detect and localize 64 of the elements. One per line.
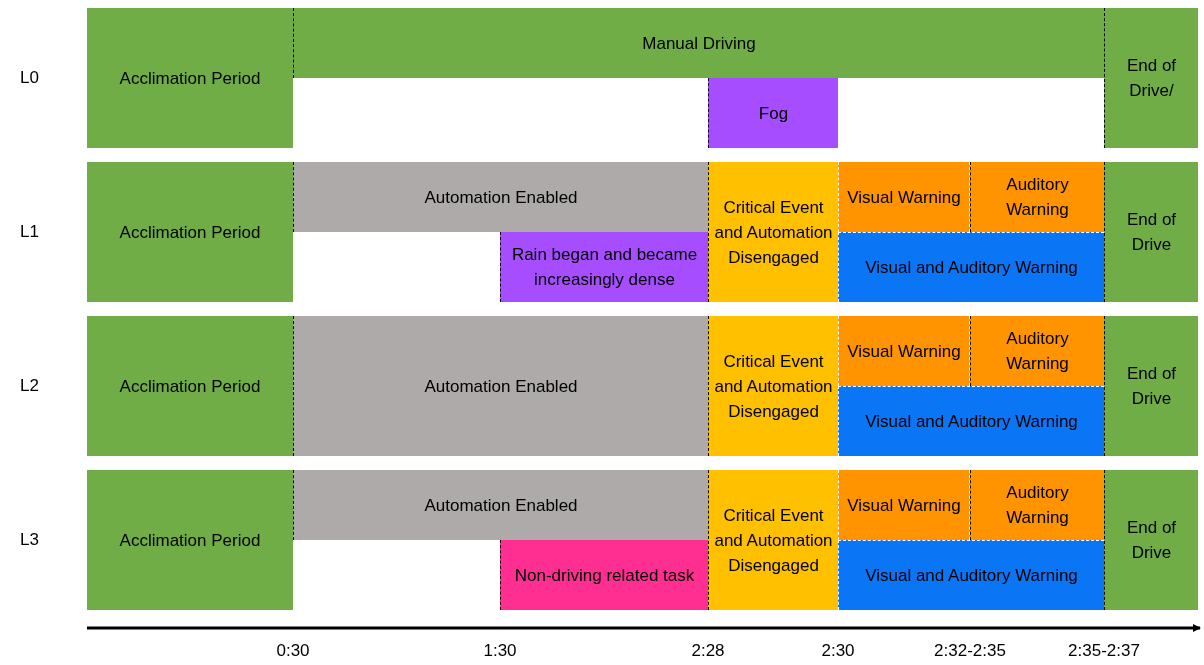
block-label: Acclimation Period <box>119 67 261 90</box>
block-label: End of Drive/ <box>1125 55 1178 102</box>
block-label: End of Drive <box>1125 517 1178 564</box>
phase-block <box>1104 162 1198 302</box>
condition-block <box>708 78 838 148</box>
level-label: L2 <box>20 375 39 397</box>
automation-block <box>293 470 708 540</box>
warning-block <box>970 470 1104 540</box>
block-label: End of Drive <box>1125 363 1178 410</box>
phase-block <box>1104 8 1198 148</box>
block-label: Acclimation Period <box>119 529 261 552</box>
condition-block <box>500 232 708 302</box>
block-label: Rain began and became increasingly dense <box>510 244 699 291</box>
block-label: Automation Enabled <box>424 375 578 398</box>
block-label: Visual and Auditory Warning <box>865 411 1078 433</box>
block-label: Visual Warning <box>847 186 961 209</box>
block-label: Fog <box>758 102 789 125</box>
warning-block <box>970 162 1104 232</box>
block-label: Visual and Auditory Warning <box>865 565 1078 587</box>
warning-block <box>838 386 1104 456</box>
event-block <box>708 316 838 456</box>
block-label: Auditory Warning <box>1005 174 1070 221</box>
time-tick-label: 2:30 <box>821 640 855 662</box>
block-label: Critical Event and Automation Disengaged <box>713 196 834 269</box>
block-label: Visual Warning <box>847 340 961 363</box>
block-label: Acclimation Period <box>119 221 261 244</box>
block-label: Automation Enabled <box>424 494 578 517</box>
phase-block <box>87 470 293 610</box>
phase-block <box>87 162 293 302</box>
event-block <box>708 470 838 610</box>
block-label: Auditory Warning <box>1005 328 1070 375</box>
block-label: Critical Event and Automation Disengaged <box>713 350 834 423</box>
block-label: Manual Driving <box>642 32 756 55</box>
time-tick-label: 2:32-2:35 <box>934 640 1006 662</box>
automation-block <box>293 162 708 232</box>
block-label: Automation Enabled <box>424 186 578 209</box>
level-label: L0 <box>20 67 39 89</box>
phase-block <box>1104 470 1198 610</box>
event-block <box>708 162 838 302</box>
block-label: Auditory Warning <box>1005 482 1070 529</box>
warning-block <box>838 162 970 232</box>
phase-block <box>293 8 1104 78</box>
phase-block <box>87 316 293 456</box>
task-block <box>500 540 708 610</box>
warning-block <box>838 316 970 386</box>
block-label: Visual and Auditory Warning <box>865 257 1078 279</box>
block-label: Visual Warning <box>847 494 961 517</box>
block-label: End of Drive <box>1125 209 1178 256</box>
warning-block <box>838 470 970 540</box>
level-label: L1 <box>20 221 39 243</box>
time-tick-label: 0:30 <box>276 640 310 662</box>
warning-block <box>838 232 1104 302</box>
time-tick-label: 2:28 <box>691 640 725 662</box>
block-label: Critical Event and Automation Disengaged <box>713 504 834 577</box>
block-label: Acclimation Period <box>119 375 261 398</box>
time-tick-label: 1:30 <box>483 640 517 662</box>
warning-block <box>838 540 1104 610</box>
block-label: Non-driving related task <box>514 564 695 587</box>
time-tick-label: 2:35-2:37 <box>1068 640 1140 662</box>
phase-block <box>1104 316 1198 456</box>
warning-block <box>970 316 1104 386</box>
automation-block <box>293 316 708 456</box>
phase-block <box>87 8 293 148</box>
level-label: L3 <box>20 529 39 551</box>
